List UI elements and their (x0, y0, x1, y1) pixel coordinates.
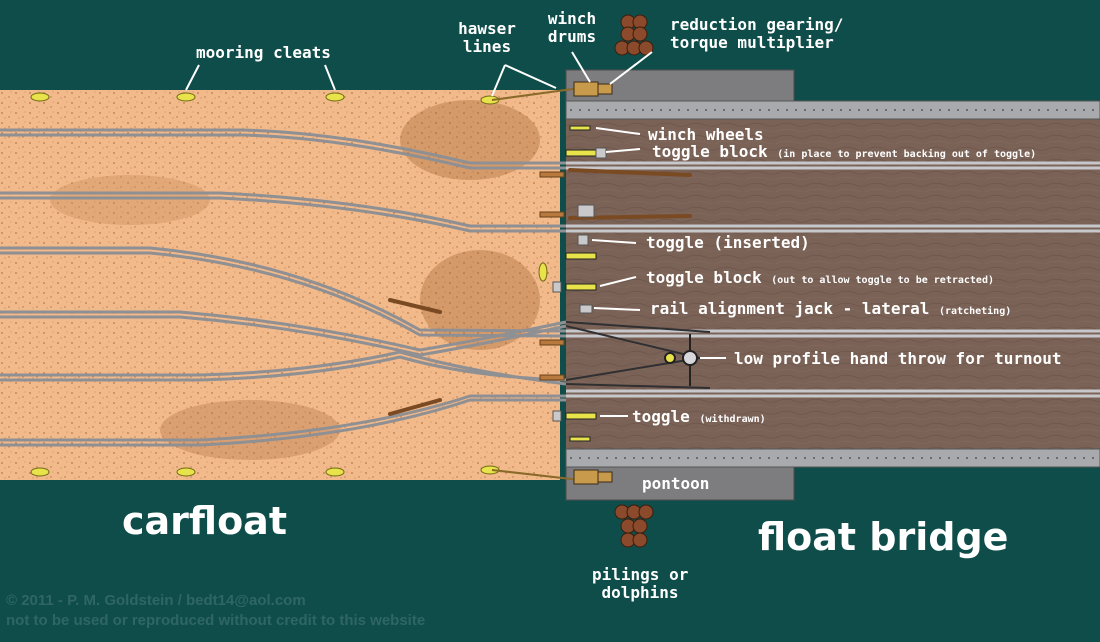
label-mooring-cleats: mooring cleats (196, 44, 331, 62)
label-hawser-lines: hawser lines (452, 20, 522, 56)
label-toggle-withdrawn: toggle (withdrawn) (632, 408, 766, 429)
rail-jack-note: (ratcheting) (939, 306, 1011, 317)
toggle-block-out-text: toggle block (646, 268, 762, 287)
copyright-line2: not to be used or reproduced without cre… (6, 612, 425, 630)
label-toggle-block-out: toggle block (out to allow toggle to be … (646, 269, 994, 290)
title-carfloat: carfloat (122, 500, 287, 542)
label-winch-line1: winch (540, 10, 604, 28)
copyright-line1: © 2011 - P. M. Goldstein / bedt14@aol.co… (6, 592, 306, 610)
toggle-withdrawn-text: toggle (632, 407, 690, 426)
label-pilings: pilings or dolphins (592, 566, 688, 602)
label-reduction-line1: reduction gearing/ (670, 16, 843, 34)
label-pontoon: pontoon (642, 475, 709, 493)
label-winch-drums: winch drums (540, 10, 604, 46)
toggle-block-in-note: (in place to prevent backing out of togg… (777, 149, 1036, 160)
label-reduction-line2: torque multiplier (670, 34, 843, 52)
label-pilings-line1: pilings or (592, 566, 688, 584)
toggle-block-in-text: toggle block (652, 142, 768, 161)
label-toggle-block-in: toggle block (in place to prevent backin… (652, 143, 1036, 164)
title-float-bridge: float bridge (758, 516, 1008, 558)
label-toggle-inserted: toggle (inserted) (646, 234, 810, 252)
label-rail-jack: rail alignment jack - lateral (ratchetin… (650, 300, 1011, 321)
toggle-withdrawn-note: (withdrawn) (699, 414, 765, 425)
label-hawser-line2: lines (452, 38, 522, 56)
label-reduction-gearing: reduction gearing/ torque multiplier (670, 16, 843, 52)
label-pilings-line2: dolphins (592, 584, 688, 602)
label-winch-line2: drums (540, 28, 604, 46)
rail-jack-text: rail alignment jack - lateral (650, 299, 929, 318)
label-hand-throw: low profile hand throw for turnout (734, 350, 1062, 368)
label-hawser-line1: hawser (452, 20, 522, 38)
toggle-block-out-note: (out to allow toggle to be retracted) (771, 275, 994, 286)
